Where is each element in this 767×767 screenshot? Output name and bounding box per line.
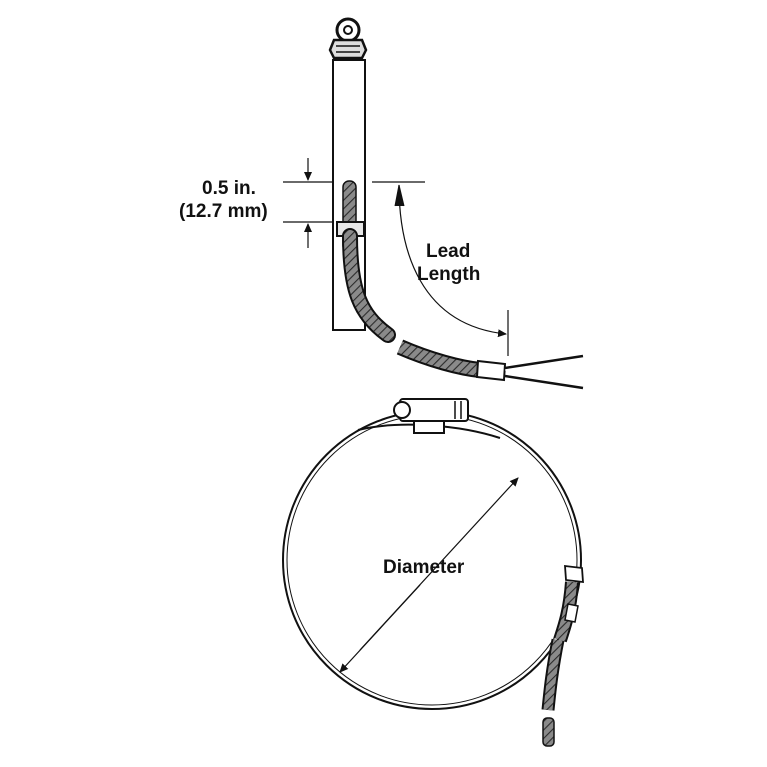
offset-mm-label: (12.7 mm)	[179, 201, 268, 222]
probe-crimp-cap	[328, 38, 368, 60]
offset-inches-label: 0.5 in.	[202, 178, 256, 199]
lead-length-arc	[398, 184, 507, 338]
clamp-lead-clip	[564, 564, 584, 584]
lead-sleeve	[475, 359, 507, 382]
lead-wire-2	[504, 374, 584, 390]
lead-length-dimension	[372, 181, 509, 356]
diameter-label: Diameter	[383, 557, 465, 578]
clamp-lead-end	[542, 717, 555, 747]
lead-length-label-line1: Lead	[426, 241, 471, 262]
offset-dimension	[283, 158, 333, 248]
lead-length-label-line2: Length	[417, 264, 481, 285]
clamp-screw-housing	[393, 398, 469, 434]
band-clamp	[282, 398, 584, 747]
lead-wire-1	[504, 354, 584, 370]
